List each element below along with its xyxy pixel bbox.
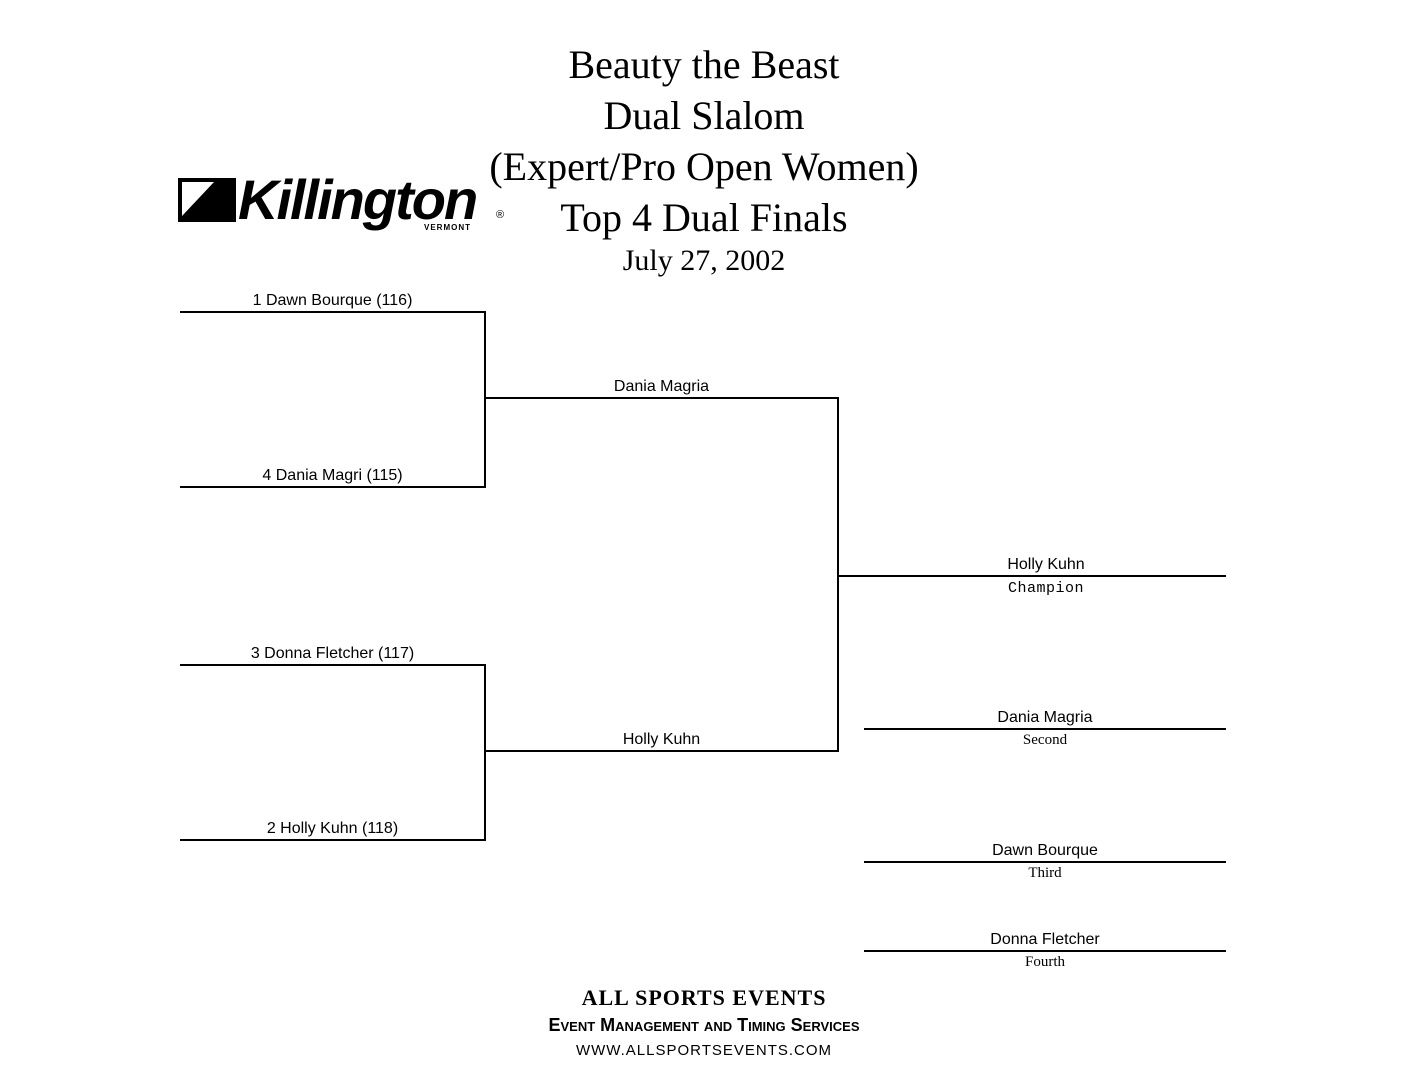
seed-3-label: 3 Donna Fletcher (117) — [250, 645, 415, 662]
title-line-1: Beauty the Beast — [568, 42, 840, 87]
seed-4-label: 4 Dania Magri (115) — [262, 467, 403, 484]
semifinal-1-line — [485, 397, 838, 399]
killington-logo: Killington VERMONT ® — [178, 170, 518, 238]
logo-wordmark: Killington — [238, 168, 478, 231]
champion-place-label: Champion — [1007, 580, 1084, 597]
footer-tagline: Event Management and Timing Services — [548, 1015, 860, 1035]
fourth-place-line — [864, 950, 1226, 952]
seed-4-line — [180, 486, 485, 488]
title-line-2: Dual Slalom — [603, 93, 805, 138]
final-connector — [837, 397, 839, 752]
seed-3-line — [180, 664, 485, 666]
champion-line — [838, 575, 1226, 577]
second-place-line — [864, 728, 1226, 730]
killington-k-mark-icon — [178, 178, 236, 222]
fourth-place-name: Donna Fletcher — [990, 931, 1100, 948]
semifinal-2-winner-label: Holly Kuhn — [622, 731, 701, 748]
match-2-connector — [484, 664, 486, 841]
third-place-label: Third — [1028, 865, 1062, 881]
event-date: July 27, 2002 — [622, 244, 786, 277]
semifinal-1-winner-label: Dania Magria — [613, 378, 710, 395]
seed-1-label: 1 Dawn Bourque (116) — [252, 292, 413, 309]
semifinal-2-line — [485, 750, 838, 752]
footer-company: ALL SPORTS EVENTS — [581, 985, 827, 1010]
third-place-line — [864, 861, 1226, 863]
logo-registered-mark: ® — [496, 209, 505, 221]
champion-name: Holly Kuhn — [1007, 556, 1085, 573]
title-line-3: (Expert/Pro Open Women) — [489, 144, 919, 189]
second-place-name: Dania Magria — [997, 709, 1093, 726]
seed-2-label: 2 Holly Kuhn (118) — [266, 820, 399, 837]
match-1-connector — [484, 311, 486, 488]
logo-subtext: VERMONT — [424, 223, 471, 232]
footer-url: WWW.ALLSPORTSEVENTS.COM — [575, 1042, 833, 1059]
second-place-label: Second — [1022, 732, 1068, 748]
seed-2-line — [180, 839, 485, 841]
seed-1-line — [180, 311, 485, 313]
third-place-name: Dawn Bourque — [992, 842, 1098, 859]
title-line-4: Top 4 Dual Finals — [560, 195, 848, 240]
fourth-place-label: Fourth — [1024, 954, 1065, 970]
